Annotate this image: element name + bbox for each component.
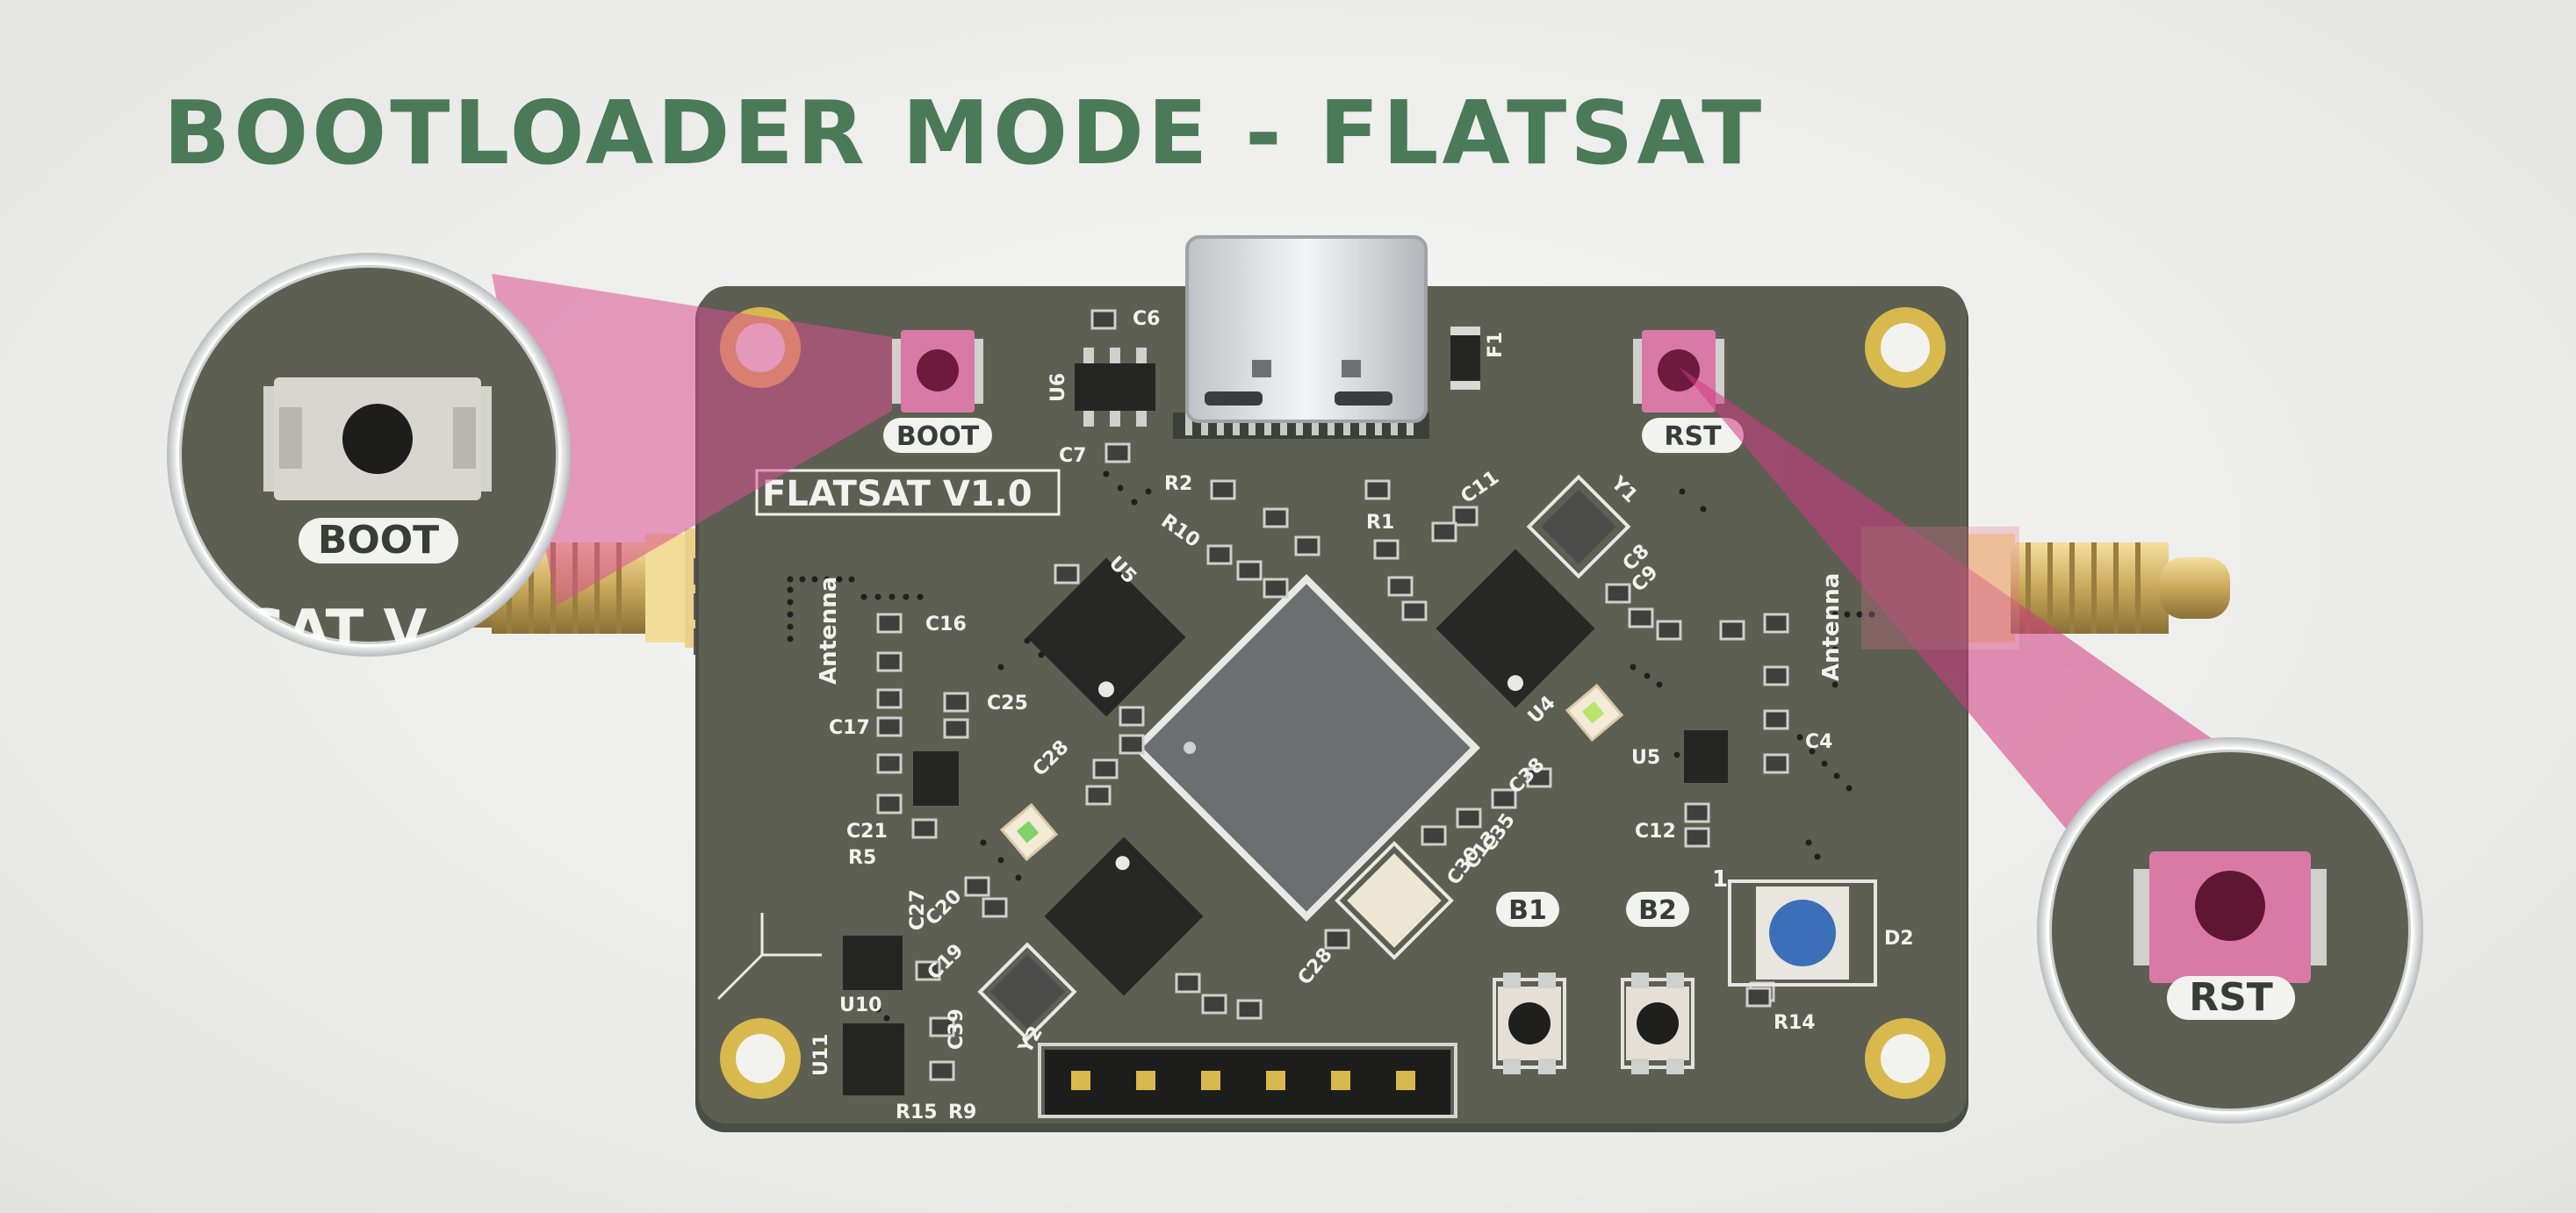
ref-u5-right: U5 bbox=[1631, 747, 1660, 769]
magnifier-boot: BOOT SAT V bbox=[167, 253, 571, 657]
mcu-chip bbox=[1133, 574, 1480, 922]
sensor-u11 bbox=[843, 1023, 904, 1095]
sot-chip-right bbox=[1684, 730, 1728, 783]
boot-button bbox=[892, 330, 983, 413]
ref-c6: C6 bbox=[1133, 308, 1160, 330]
ref-c27: C27 bbox=[907, 889, 929, 930]
ref-r14: R14 bbox=[1774, 1012, 1816, 1034]
silkscreen-labels: FLATSAT V1.0 BOOT RST B1 B2 Antenna Ante… bbox=[755, 308, 1914, 1123]
led-left bbox=[999, 802, 1059, 862]
antenna-label-right: Antenna bbox=[1818, 573, 1845, 681]
ref-c12: C12 bbox=[1635, 821, 1676, 843]
sot-chip-left bbox=[913, 751, 959, 806]
boot-label: BOOT bbox=[896, 421, 980, 452]
ref-r1: R1 bbox=[1366, 512, 1394, 534]
button-b2 bbox=[1621, 973, 1695, 1074]
ic-chip-u5 bbox=[1026, 557, 1186, 717]
passive-components bbox=[876, 309, 1789, 1081]
ref-c17: C17 bbox=[829, 717, 870, 739]
axes-symbol bbox=[716, 913, 822, 1001]
ref-c25: C25 bbox=[987, 693, 1028, 714]
ref-d2: D2 bbox=[1884, 928, 1914, 950]
regulator-u6 bbox=[1075, 348, 1155, 427]
ref-c4: C4 bbox=[1805, 731, 1832, 753]
b1-label: B1 bbox=[1508, 895, 1547, 926]
ref-u6: U6 bbox=[1047, 373, 1069, 402]
ref-c7: C7 bbox=[1059, 445, 1086, 467]
led-right bbox=[1565, 683, 1624, 743]
ref-c16: C16 bbox=[925, 614, 967, 635]
sensor-u10 bbox=[843, 936, 903, 990]
rgb-led-d2 bbox=[1728, 879, 1877, 1008]
ref-c21: C21 bbox=[846, 821, 888, 843]
ref-c39: C39 bbox=[946, 1008, 968, 1050]
pin1-label: 1 bbox=[1712, 866, 1728, 893]
rst-label: RST bbox=[1664, 421, 1722, 452]
ref-r5: R5 bbox=[848, 847, 876, 869]
magnifier-rst: RST bbox=[2037, 737, 2423, 1123]
ref-u11: U11 bbox=[810, 1034, 832, 1076]
antenna-label-left: Antenna bbox=[816, 577, 842, 685]
ic-chip-radio bbox=[1436, 549, 1595, 708]
button-b1 bbox=[1493, 973, 1566, 1074]
highlight-beams bbox=[492, 274, 2230, 878]
fuse-f1 bbox=[1450, 327, 1480, 390]
magnifier-rst-label: RST bbox=[2189, 975, 2273, 1020]
magnifier-boot-label: BOOT bbox=[318, 518, 439, 563]
usb-c-connector bbox=[1173, 235, 1429, 439]
ref-r9: R9 bbox=[948, 1102, 976, 1123]
ref-r2: R2 bbox=[1164, 473, 1192, 495]
page-title: BOOTLOADER MODE - FLATSAT bbox=[163, 82, 1766, 184]
pin-header bbox=[1038, 1043, 1457, 1118]
board-name-label: FLATSAT V1.0 bbox=[762, 474, 1033, 514]
vias bbox=[787, 470, 1875, 1022]
ref-u10: U10 bbox=[839, 994, 881, 1016]
ref-r15: R15 bbox=[896, 1102, 938, 1123]
ref-f1: F1 bbox=[1485, 332, 1507, 358]
b2-label: B2 bbox=[1638, 895, 1677, 926]
